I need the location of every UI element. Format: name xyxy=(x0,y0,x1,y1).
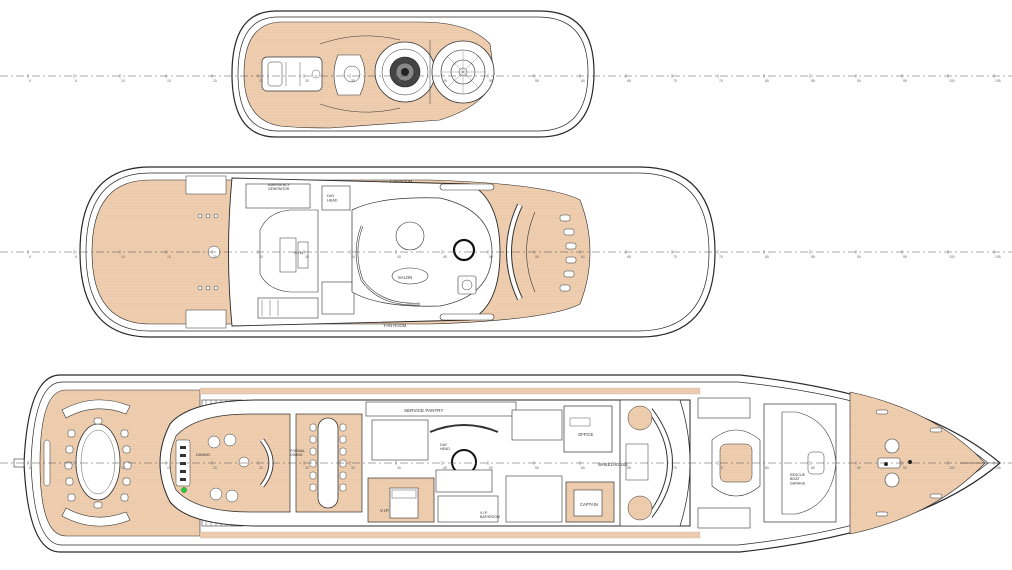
frame-tick-label: 85 xyxy=(811,79,815,83)
frame-tick-label: 80 xyxy=(765,255,769,259)
label-fan-room-bottom: FAN ROOM xyxy=(384,323,407,328)
frame-tick-label: 15 xyxy=(167,466,171,470)
frame-tick-label: 30 xyxy=(305,255,309,259)
label-office: OFFICE xyxy=(578,432,594,437)
frame-tick-label: 75 xyxy=(719,466,723,470)
label-fan-room-top: FAN ROOM xyxy=(390,179,413,184)
frame-tick-label: 35 xyxy=(351,79,355,83)
lounge-seating xyxy=(333,54,366,96)
frame-tick-label: 20 xyxy=(213,79,217,83)
accent-dot xyxy=(181,487,187,493)
frame-tick-label: 95 xyxy=(903,79,907,83)
frame-tick-label: 55 xyxy=(535,79,539,83)
frame-tick-label: 0 xyxy=(29,466,31,470)
frame-tick-label: 5 xyxy=(75,255,77,259)
frame-tick-label: 40 xyxy=(397,79,401,83)
frame-tick-label: 100 xyxy=(949,79,955,83)
frame-tick-label: 5 xyxy=(75,79,77,83)
frame-tick-label: 40 xyxy=(397,255,401,259)
frame-tick-label: 70 xyxy=(673,255,677,259)
label-dining: DINING xyxy=(196,452,210,457)
frame-tick-label: 15 xyxy=(167,79,171,83)
frame-tick-label: 65 xyxy=(627,255,631,259)
frame-tick-label: 45 xyxy=(443,466,447,470)
frame-tick-label: 0 xyxy=(29,255,31,259)
frame-tick-label: 75 xyxy=(719,79,723,83)
frame-tick-label: 80 xyxy=(765,79,769,83)
frame-tick-label: 105 xyxy=(995,466,1001,470)
frame-tick-label: 65 xyxy=(627,466,631,470)
frame-tick-label: 55 xyxy=(535,255,539,259)
frame-tick-label: 45 xyxy=(443,255,447,259)
frame-tick-label: 65 xyxy=(627,79,631,83)
frame-tick-label: 25 xyxy=(259,79,263,83)
frame-tick-label: 60 xyxy=(581,79,585,83)
frame-tick-label: 80 xyxy=(765,466,769,470)
sun-deck-teak xyxy=(243,21,495,129)
frame-tick-label: 100 xyxy=(949,255,955,259)
frame-tick-label: 25 xyxy=(259,255,263,259)
frame-tick-label: 85 xyxy=(811,466,815,470)
frame-tick-label: 90 xyxy=(857,79,861,83)
label-service-pantry: SERVICE PANTRY xyxy=(404,408,444,413)
central-column xyxy=(452,238,476,262)
frame-tick-label: 50 xyxy=(489,255,493,259)
frame-tick-label: 35 xyxy=(351,466,355,470)
frame-tick-label: 10 xyxy=(121,79,125,83)
frame-tick-label: 40 xyxy=(397,466,401,470)
frame-tick-label: 90 xyxy=(857,255,861,259)
frame-tick-label: 100 xyxy=(949,466,955,470)
frame-tick-label: 60 xyxy=(581,255,585,259)
label-vip: V.I.P. xyxy=(380,508,389,513)
frame-tick-label: 75 xyxy=(719,255,723,259)
label-gym: GYM xyxy=(294,250,303,255)
label-salon: SALON xyxy=(398,275,412,280)
frame-tick-label: 30 xyxy=(305,466,309,470)
frame-tick-label: 105 xyxy=(995,255,1001,259)
frame-tick-label: 95 xyxy=(903,466,907,470)
frame-tick-label: 50 xyxy=(489,466,493,470)
label-captain: CAPTAIN xyxy=(580,502,598,507)
frame-tick-label: 0 xyxy=(29,79,31,83)
frame-tick-label: 10 xyxy=(121,466,125,470)
frame-tick-label: 70 xyxy=(673,79,677,83)
frame-tick-label: 30 xyxy=(305,79,309,83)
label-vip-bathroom: V.I.P.BATHROOM xyxy=(480,511,500,519)
frame-tick-label: 90 xyxy=(857,466,861,470)
frame-tick-label: 50 xyxy=(489,79,493,83)
frame-tick-label: 105 xyxy=(995,79,1001,83)
frame-tick-label: 95 xyxy=(903,255,907,259)
frame-tick-label: 35 xyxy=(351,255,355,259)
frame-tick-label: 20 xyxy=(213,255,217,259)
frame-tick-label: 5 xyxy=(75,466,77,470)
frame-tick-label: 70 xyxy=(673,466,677,470)
frame-tick-label: 25 xyxy=(259,466,263,470)
sun-deck xyxy=(231,10,595,138)
frame-tick-label: 85 xyxy=(811,255,815,259)
frame-tick-label: 55 xyxy=(535,466,539,470)
label-wheelhouse: WHEELHOUSE xyxy=(598,462,628,467)
frame-tick-label: 20 xyxy=(213,466,217,470)
frame-tick-label: 45 xyxy=(443,79,447,83)
service-pantry xyxy=(365,401,517,417)
aft-dining-table xyxy=(64,417,132,509)
anchor-windlass xyxy=(877,438,901,488)
office xyxy=(563,405,613,453)
frame-tick-label: 60 xyxy=(581,466,585,470)
frame-tick-label: 15 xyxy=(167,255,171,259)
wheelhouse xyxy=(619,399,691,527)
frame-tick-label: 10 xyxy=(121,255,125,259)
